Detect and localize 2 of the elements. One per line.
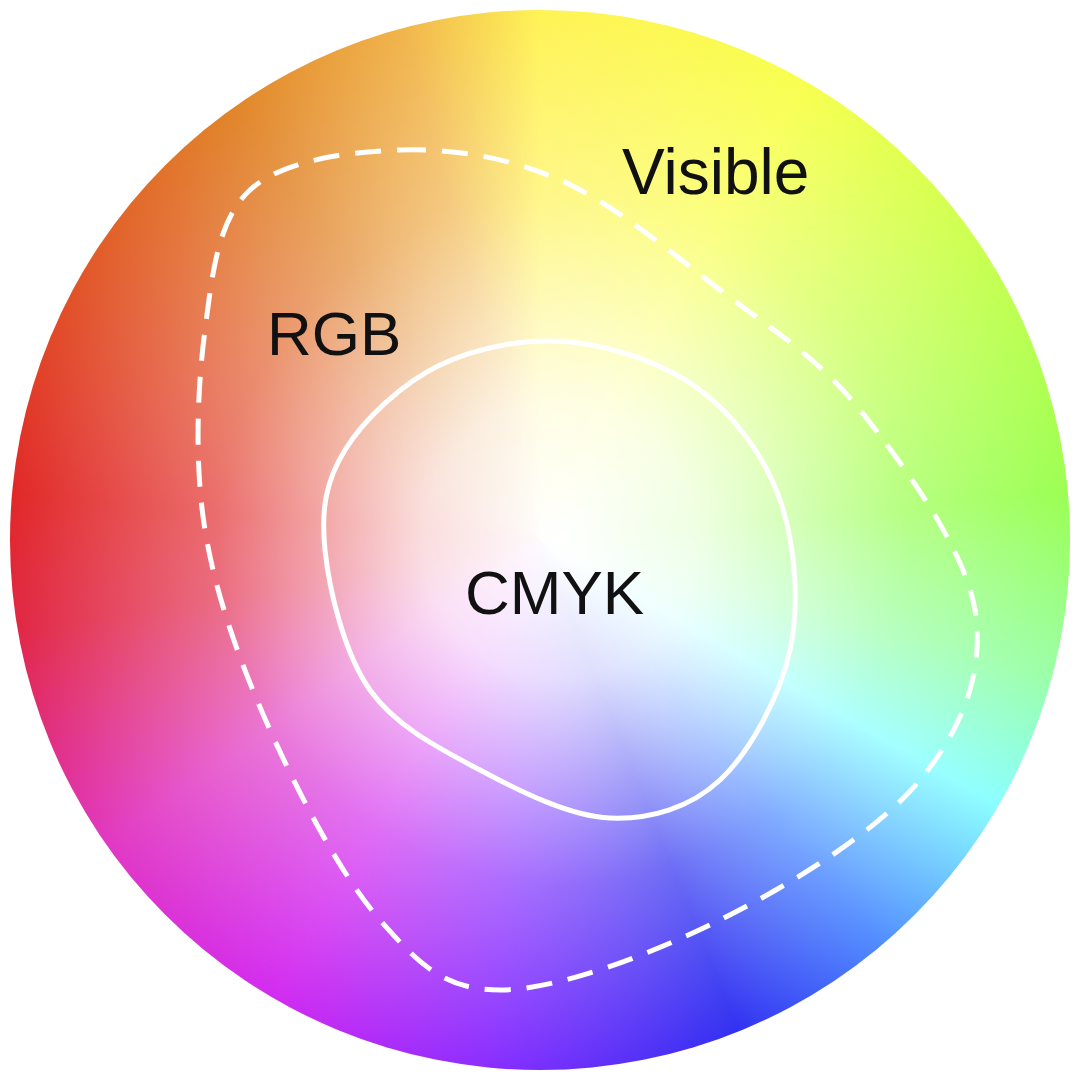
region-label: Visible bbox=[622, 140, 810, 204]
region-label: RGB bbox=[267, 303, 402, 365]
